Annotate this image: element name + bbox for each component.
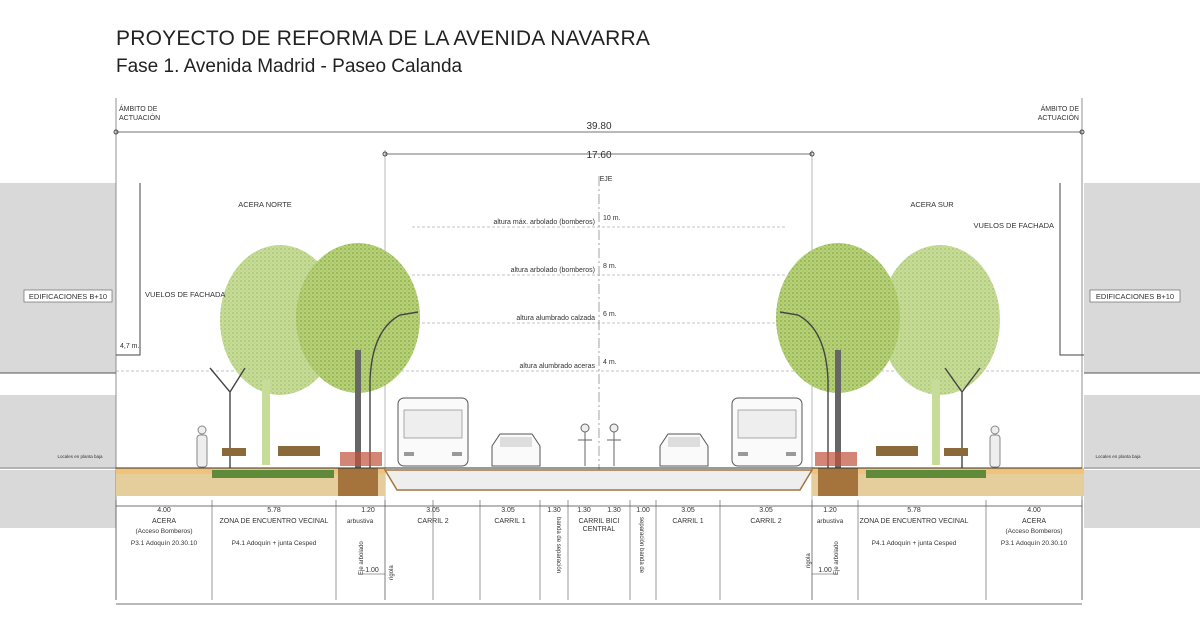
vuelos-right-label: VUELOS DE FACHADA [974,221,1054,230]
tree-canopy-left [296,243,420,393]
dim-carril2-right: 3.05 [759,507,773,514]
name-zona-right: ZONA DE ENCUENTRO VECINAL [860,518,969,525]
sub-acera-left: (Acceso Bomberos) [135,528,192,535]
dim-carril1-right: 3.05 [681,507,695,514]
streetlight-right [779,311,829,468]
axis-label: EJE [600,176,613,183]
dim-bici-left: 1.30 [577,507,591,514]
height-value-1: 10 m. [603,215,621,222]
page-title: PROYECTO DE REFORMA DE LA AVENIDA NAVARR… [116,27,651,50]
height-value-4: 4 m. [603,359,617,366]
vuelos-left-label: VUELOS DE FACHADA [145,290,225,299]
rigola-right: rigola [806,553,812,568]
page-subtitle: Fase 1. Avenida Madrid - Paseo Calanda [116,56,463,77]
locales-right: Locales en planta baja [1095,454,1141,459]
banda-separacion-right: separación banda de [638,517,644,574]
height-label-2: altura arbolado (bomberos) [511,267,595,274]
name-carril1-right: CARRIL 1 [672,518,703,525]
dim-acera-right: 4.00 [1027,507,1041,514]
basement-left [0,470,116,528]
cyclist-right [607,423,621,466]
pedestrian-light-right [944,367,981,468]
sub-bici: CENTRAL [583,526,616,533]
dim-arbustiva-right: 1.20 [823,507,837,514]
tree-offset-left: 1.00 [365,567,379,574]
car-right [659,433,709,467]
name-zona-left: ZONA DE ENCUENTRO VECINAL [220,518,329,525]
bus-right [731,397,803,467]
dim-bici-right: 1.30 [607,507,621,514]
name-bici: CARRIL BICI [579,518,620,525]
mat-acera-right: P3.1 Adoquín 20.30.10 [1001,540,1068,547]
dim-arbustiva-left: 1.20 [361,507,375,514]
scope-right-line2: ACTUACIÓN [1038,113,1079,122]
building-right [1084,183,1200,373]
banda-separacion-left: banda de separación [555,517,561,573]
facade-height-label: 4,7 m. [120,343,140,350]
locales-left: Locales en planta baja [57,454,103,459]
scope-left-line2: ACTUACIÓN [119,113,160,122]
road-width-dimension: 17.60 [586,150,611,161]
name-carril2-right: CARRIL 2 [750,518,781,525]
building-left [0,183,116,373]
tree-canopy-right [776,243,900,393]
mat-zona-right: P4.1 Adoquín + junta Cesped [872,540,957,547]
acera-norte-label: ACERA NORTE [238,200,292,209]
scope-left-line1: ÁMBITO DE [119,104,158,113]
bench-right [876,446,918,456]
name-arbustiva-right: arbustiva [817,518,844,525]
dim-carril2-left: 3.05 [426,507,440,514]
building-right-lower [1084,395,1200,467]
edificaciones-left: EDIFICACIONES B+10 [29,292,107,301]
scope-right-line1: ÁMBITO DE [1041,104,1080,113]
roadway [383,469,814,491]
tree-offset-right: 1.00 [818,567,832,574]
name-acera-right: ACERA [1022,518,1046,525]
bench-left [278,446,320,456]
streetlight-left [369,311,419,468]
basement-right [1084,470,1200,528]
rigola-left: rigola [389,565,395,580]
bus-left [397,397,469,467]
pedestrian-left [196,425,208,468]
tree-canopy-back-right [880,245,1000,395]
acera-sur-label: ACERA SUR [910,200,954,209]
car-left [491,433,541,467]
dim-banda-left: 1.30 [547,507,561,514]
height-label-3: altura alumbrado calzada [516,315,595,322]
total-width-dimension: 39.80 [586,121,611,132]
dim-acera-left: 4.00 [157,507,171,514]
height-label-1: altura máx. arbolado (bomberos) [493,219,595,226]
sub-acera-right: (Acceso Bomberos) [1005,528,1062,535]
mat-acera-left: P3.1 Adoquín 20.30.10 [131,540,198,547]
eje-arbolado-left: Eje arbolado [359,541,365,575]
building-left-lower [0,395,116,467]
height-label-4: altura alumbrado aceras [520,363,596,370]
edificaciones-right: EDIFICACIONES B+10 [1096,292,1174,301]
cyclist-left [578,423,592,466]
name-acera-left: ACERA [152,518,176,525]
name-carril1-left: CARRIL 1 [494,518,525,525]
dim-banda-right: 1.00 [636,507,650,514]
dim-carril1-left: 3.05 [501,507,515,514]
pedestrian-right [989,425,1001,468]
pedestrian-light-left [209,367,246,468]
shrub-bed-left [340,452,382,466]
dim-zona-left: 5.78 [267,507,281,514]
shrub-bed-right [815,452,857,466]
mat-zona-left: P4.1 Adoquín + junta Cesped [232,540,317,547]
dim-zona-right: 5.78 [907,507,921,514]
height-value-3: 6 m. [603,311,617,318]
height-value-2: 8 m. [603,263,617,270]
eje-arbolado-right: Eje arbolado [834,541,840,575]
name-arbustiva-left: arbustiva [347,518,374,525]
name-carril2-left: CARRIL 2 [417,518,448,525]
